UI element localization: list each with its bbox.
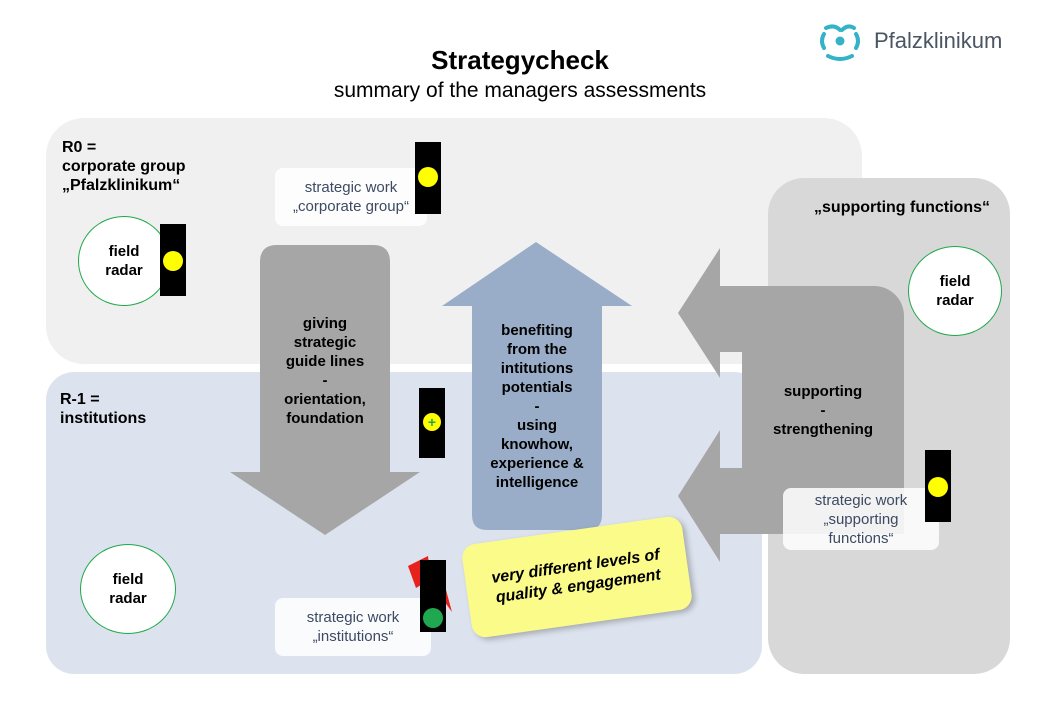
- r0-strategic-work-line2: „corporate group“: [293, 198, 409, 215]
- left-arrow-text: supporting - strengthening: [748, 382, 898, 439]
- yellow-light-icon: [418, 167, 438, 187]
- down-arrow: [230, 245, 420, 535]
- left-arrow-line: -: [820, 402, 826, 419]
- supporting-field-radar: field radar: [908, 246, 1002, 336]
- up-arrow-line: intitutions: [500, 360, 574, 377]
- green-light-icon: [423, 608, 443, 628]
- left-arrow-line: strengthening: [773, 421, 873, 438]
- down-arrow-text: giving strategic guide lines - orientati…: [262, 314, 388, 428]
- supporting-field-radar-line1: field: [939, 273, 971, 290]
- up-arrow: [442, 242, 632, 530]
- r1-label-line2: institutions: [60, 410, 147, 427]
- supporting-work-traffic-light: [925, 450, 951, 522]
- r1-field-radar: field radar: [80, 544, 176, 634]
- r1-label-line1: R-1 =: [60, 391, 100, 408]
- r0-strategic-work-line1: strategic work: [304, 179, 398, 196]
- supporting-label: „supporting functions“: [814, 199, 990, 216]
- r0-field-radar: field radar: [78, 216, 170, 306]
- left-arrow-line: supporting: [783, 383, 863, 400]
- r1-field-radar-line2: radar: [109, 590, 147, 607]
- pfalzklinikum-logo-icon: [820, 24, 860, 61]
- page-subtitle: summary of the managers assessments: [333, 79, 707, 102]
- up-arrow-line: intelligence: [495, 474, 579, 491]
- r1-strategic-work-line2: „institutions“: [312, 628, 394, 645]
- down-arrow-line: -: [322, 372, 328, 389]
- r0-label-line2: corporate group: [62, 158, 186, 175]
- r0-radar-traffic-light: [160, 224, 186, 296]
- up-arrow-line: from the: [507, 341, 567, 358]
- r1-strategic-work: strategic work „institutions“: [275, 598, 431, 656]
- down-arrow-line: foundation: [286, 410, 364, 427]
- page-title: Strategycheck: [431, 45, 609, 75]
- r0-label: R0 = corporate group „Pfalzklinikum“: [62, 138, 186, 195]
- r0-field-radar-line1: field: [108, 243, 140, 260]
- r0-label-line3: „Pfalzklinikum“: [62, 177, 181, 194]
- up-arrow-line: using: [517, 417, 557, 434]
- supporting-strategic-work-line1: strategic work: [814, 491, 908, 509]
- r0-label-line1: R0 =: [62, 139, 97, 156]
- r1-field-radar-line1: field: [112, 571, 144, 588]
- up-arrow-line: -: [534, 398, 540, 415]
- supporting-arrow-body: [742, 286, 904, 534]
- r1-work-traffic-light: [420, 560, 446, 632]
- r0-work-traffic-light: [415, 142, 441, 214]
- r1-mid-traffic-light: +: [419, 388, 445, 458]
- up-arrow-line: knowhow,: [501, 436, 573, 453]
- up-arrow-line: potentials: [501, 379, 573, 396]
- down-arrow-line: guide lines: [285, 353, 365, 370]
- logo-text: Pfalzklinikum: [874, 28, 1003, 53]
- r1-label: R-1 = institutions: [60, 390, 146, 428]
- r0-strategic-work: strategic work „corporate group“: [275, 168, 427, 226]
- yellow-plus-light-icon: +: [423, 413, 441, 431]
- yellow-light-icon: [928, 477, 948, 497]
- down-arrow-line: strategic: [293, 334, 357, 351]
- r0-field-radar-line2: radar: [105, 262, 143, 279]
- yellow-light-icon: [163, 251, 183, 271]
- up-arrow-line: benefiting: [501, 322, 573, 339]
- r1-strategic-work-line1: strategic work: [306, 609, 400, 626]
- supporting-strategic-work-line2: „supporting: [823, 510, 899, 528]
- supporting-field-radar-line2: radar: [936, 292, 974, 309]
- down-arrow-line: orientation,: [284, 391, 366, 408]
- up-arrow-text: benefiting from the intitutions potentia…: [472, 321, 602, 492]
- up-arrow-line: experience &: [490, 455, 584, 472]
- down-arrow-line: giving: [302, 315, 348, 332]
- supporting-strategic-work: strategic work „supporting functions“: [783, 488, 939, 550]
- supporting-strategic-work-line3: functions“: [828, 529, 894, 547]
